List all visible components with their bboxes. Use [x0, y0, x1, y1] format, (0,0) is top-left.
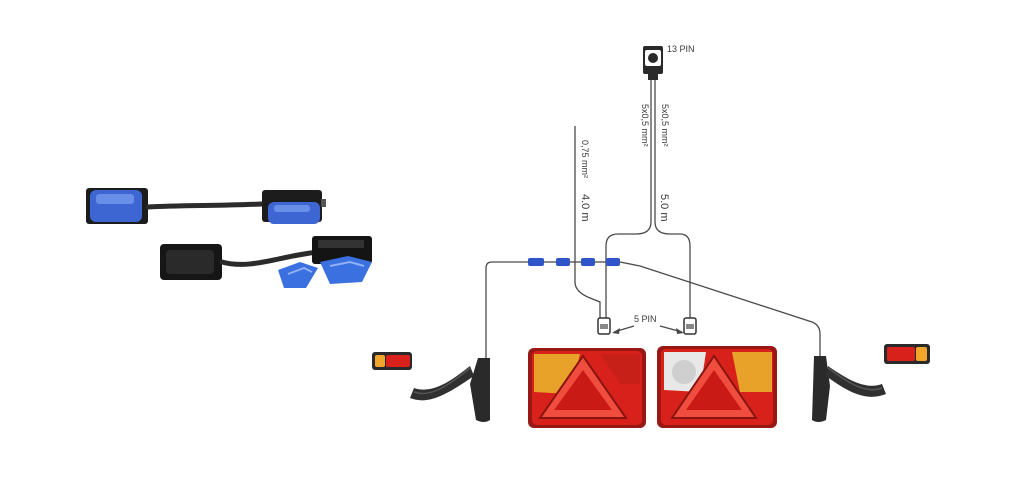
label-5pin: 5 PIN	[634, 314, 657, 324]
right-marker-lamp	[812, 344, 930, 422]
label-cable-length-main: 5.0 m	[658, 194, 670, 222]
left-rear-lamp	[528, 348, 646, 428]
inline-connector-icon	[528, 258, 620, 266]
label-cable-length-side: 4.0 m	[579, 194, 591, 222]
right-rear-lamp	[657, 346, 777, 428]
adapter-cable-photo	[86, 188, 372, 288]
adapter-cable-upper	[86, 188, 326, 224]
wiring-lines	[485, 80, 821, 358]
label-cable-spec-b: 5x0,5 mm²	[660, 104, 670, 147]
plug-13pin-icon	[643, 46, 663, 80]
left-marker-lamp	[372, 352, 490, 422]
five-pin-arrows	[612, 325, 684, 334]
label-cable-spec-a: 5x0,5 mm²	[640, 104, 650, 147]
label-cable-spec-thin: 0,75 mm²	[580, 140, 590, 178]
label-13pin: 13 PIN	[667, 44, 695, 54]
plug-5pin-icon	[597, 317, 697, 335]
adapter-cable-lower	[160, 236, 372, 288]
